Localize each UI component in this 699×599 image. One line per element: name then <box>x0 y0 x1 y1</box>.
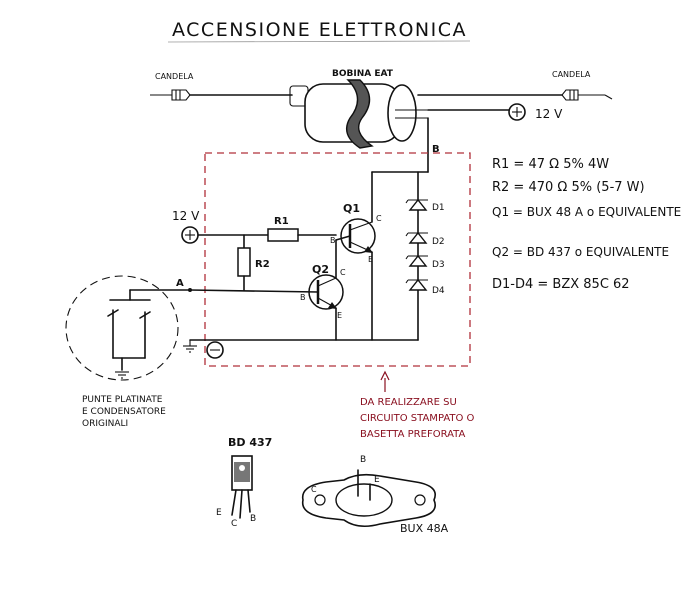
wire-q1-base <box>335 235 351 241</box>
label-d1: D1 <box>432 203 445 213</box>
diagram-title: ACCENSIONE ELETTRONICA <box>172 19 467 41</box>
ignition-coil <box>289 79 428 149</box>
label-q2-e: E <box>337 311 342 320</box>
spark-plug-left <box>150 89 191 101</box>
label-points-line1: PUNTE PLATINATE <box>82 395 163 405</box>
spec-diodes: D1-D4 = BZX 85C 62 <box>492 277 630 292</box>
spec-list: R1 = 47 Ω 5% 4W R2 = 470 Ω 5% (5-7 W) Q1… <box>492 157 681 292</box>
label-bux48a: BUX 48A <box>400 522 449 535</box>
label-d4: D4 <box>432 286 445 296</box>
wire-a-q2b <box>189 289 319 293</box>
label-d2: D2 <box>432 237 445 247</box>
note-line3: BASETTA PREFORATA <box>360 429 466 440</box>
label-bd437-c: C <box>231 519 237 529</box>
label-12v-left: 12 V <box>172 209 200 223</box>
label-r2: R2 <box>255 259 270 270</box>
label-r1: R1 <box>274 216 289 227</box>
minus-terminal-icon <box>206 341 224 359</box>
note-arrow-head-icon <box>380 370 390 381</box>
label-q2: Q2 <box>312 263 329 276</box>
spec-r1: R1 = 47 Ω 5% 4W <box>492 157 609 172</box>
resistor-r2 <box>237 247 251 277</box>
ground-symbol-points-icon <box>115 371 129 379</box>
label-points-line3: ORIGINALI <box>82 419 128 429</box>
label-candela-left: CANDELA <box>155 72 194 81</box>
label-q1-c: C <box>376 214 382 223</box>
breaker-points <box>107 289 191 371</box>
transistor-q1 <box>340 218 376 254</box>
label-12v-top: 12 V <box>535 107 563 121</box>
note-line2: CIRCUITO STAMPATO O <box>360 413 475 424</box>
points-outline <box>65 275 179 381</box>
label-node-b: B <box>432 144 440 155</box>
label-q2-b: B <box>300 293 306 302</box>
label-q1: Q1 <box>343 202 360 215</box>
label-bd437-e: E <box>216 508 222 518</box>
note-line1: DA REALIZZARE SU <box>360 397 457 408</box>
label-bux-b: B <box>360 455 366 465</box>
label-q1-e: E <box>368 255 373 264</box>
label-candela-right: CANDELA <box>552 70 591 79</box>
spec-r2: R2 = 470 Ω 5% (5-7 W) <box>492 180 645 195</box>
zener-d2 <box>405 231 428 244</box>
label-bd437: BD 437 <box>228 436 272 449</box>
ground-symbol-board-icon <box>183 340 197 353</box>
package-bux48a <box>301 469 436 528</box>
zener-d4 <box>405 278 428 291</box>
spark-plug-right <box>561 89 613 101</box>
spec-q1: Q1 = BUX 48 A o EQUIVALENTE <box>492 205 681 219</box>
package-bd437 <box>231 455 253 519</box>
label-bux-c: C <box>311 485 317 494</box>
spec-q2: Q2 = BD 437 o EQUIVALENTE <box>492 245 669 259</box>
label-coil: BOBINA EAT <box>332 69 394 79</box>
label-d3: D3 <box>432 260 445 270</box>
label-bd437-b: B <box>250 514 256 524</box>
label-bux-e: E <box>374 475 380 485</box>
plus-terminal-left-icon <box>181 226 199 244</box>
title-underline <box>167 40 471 43</box>
resistor-r1 <box>267 228 299 242</box>
zener-d1 <box>405 198 428 211</box>
label-points-line2: E CONDENSATORE <box>82 407 166 417</box>
label-node-a: A <box>176 278 184 289</box>
label-q1-b: B <box>330 236 336 245</box>
plus-terminal-top-icon <box>508 103 526 121</box>
zener-d3 <box>405 254 428 267</box>
label-q2-c: C <box>340 268 346 277</box>
